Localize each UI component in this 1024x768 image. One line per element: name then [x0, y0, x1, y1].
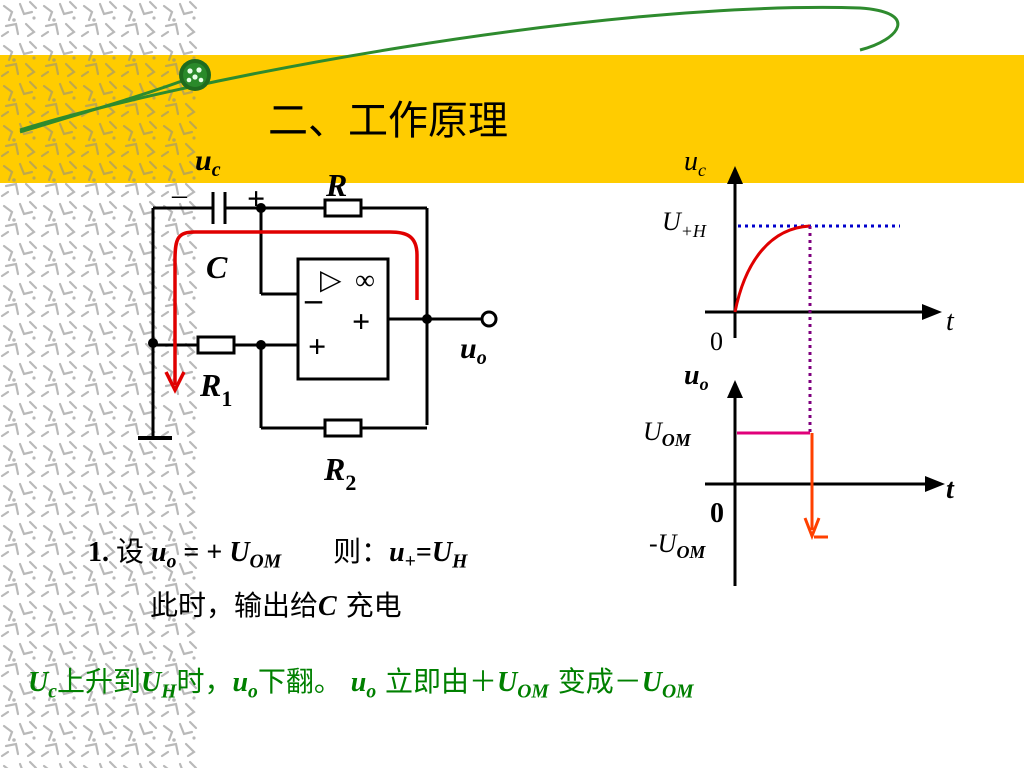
var-u-sub: o	[166, 551, 177, 573]
label-opamp-plus-out: +	[352, 303, 370, 339]
graph-uc-y-arrow	[727, 166, 743, 184]
graph-uc: uc U+H t 0	[662, 146, 955, 432]
var-u2-sub: +	[404, 551, 416, 573]
label-uc: uc	[195, 144, 221, 181]
var-UOM2: U	[641, 667, 662, 698]
text-line-2: 此时，输出给C 充电	[150, 584, 402, 624]
text-set: 设	[116, 535, 145, 568]
graph-uc-level-label: U+H	[662, 207, 707, 241]
graph-uc-xlabel: t	[946, 306, 955, 337]
text-line2-post: 充电	[336, 589, 402, 622]
label-resistor-R2: R2	[323, 451, 356, 495]
var-uo2-sub: o	[366, 681, 377, 703]
node-output	[422, 314, 432, 324]
var-Uc-sub: c	[48, 681, 57, 703]
var-uo: u	[232, 667, 249, 698]
node-cap-right	[256, 203, 266, 213]
text-line3-t5: 变成－	[548, 665, 642, 698]
resistor-R1	[196, 335, 236, 355]
label-capacitor-C: C	[206, 249, 228, 285]
var-uo-sub: o	[248, 681, 258, 703]
graph-uo-y-arrow	[727, 380, 743, 398]
var-u: u	[151, 537, 167, 568]
graph-uo-origin: 0	[710, 498, 724, 529]
label-cap-minus: –	[171, 178, 188, 211]
swoosh-decoration	[19, 5, 900, 132]
graph-uc-x-arrow	[922, 304, 942, 320]
label-output-uo: uo	[460, 332, 487, 369]
text-line2-pre: 此时，输出给	[150, 589, 319, 622]
var-UOM2-sub: OM	[661, 681, 694, 703]
graph-uo-x-arrow	[925, 476, 945, 492]
graph-uo-xlabel: t	[946, 474, 955, 505]
var-u2: u	[389, 537, 405, 568]
var-C: C	[318, 591, 337, 622]
label-resistor-R1: R1	[199, 367, 232, 411]
node-left	[148, 338, 158, 348]
graph-uo-ylabel: uo	[684, 360, 709, 394]
text-eq2: =	[415, 537, 432, 568]
text-line3-t1: 上升到	[56, 665, 141, 698]
swoosh-orb	[179, 59, 211, 91]
circuit-nodes	[148, 203, 432, 350]
text-line3-t3: 下翻。	[257, 665, 351, 698]
var-UH-sub: H	[161, 681, 177, 703]
resistor-R2	[323, 418, 363, 438]
text-line3-t4: 立即由＋	[376, 665, 498, 698]
text-eq: = +	[183, 537, 223, 568]
opamp-triangle-icon: ▷	[320, 265, 342, 296]
var-UH: U	[140, 667, 162, 698]
var-Uc: U	[28, 667, 49, 698]
label-opamp-gain: ∞	[355, 265, 375, 296]
label-cap-plus: +	[247, 180, 265, 216]
graph-uo-arrowhead	[803, 517, 821, 541]
var-U: U	[229, 537, 250, 568]
text-then: 则：	[333, 535, 390, 568]
graph-uo-high-label: UOM	[643, 417, 692, 450]
label-opamp-plus-in: +	[308, 328, 326, 364]
charging-path-arrow	[173, 230, 419, 385]
node-noninverting	[256, 340, 266, 350]
graph-uc-origin: 0	[710, 327, 723, 356]
label-resistor-R: R	[325, 167, 347, 203]
text-line-3: Uc上升到UH时，uo下翻。 uo 立即由＋UOM 变成－UOM	[28, 660, 694, 704]
var-U-sub: OM	[249, 551, 282, 573]
graph-uc-charging-curve	[733, 224, 811, 313]
charging-path-arrowhead	[164, 371, 186, 394]
var-UOM: U	[497, 667, 518, 698]
var-UOM-sub: OM	[517, 681, 549, 703]
output-terminal	[480, 310, 498, 328]
var-uo2: u	[350, 667, 367, 698]
graph-uc-ylabel: uc	[684, 146, 706, 180]
var-U2: U	[431, 537, 453, 568]
header-band-pattern	[0, 55, 198, 183]
text-line3-t2: 时，	[176, 665, 233, 698]
step-number: 1.	[88, 537, 109, 568]
graph-uo-low-label: -UOM	[649, 529, 706, 562]
var-U2-sub: H	[452, 551, 468, 573]
label-opamp-minus: –	[304, 281, 323, 318]
graph-uo: uo UOM -UOM t 0	[643, 360, 955, 586]
slide-title: 二、工作原理	[268, 98, 508, 144]
